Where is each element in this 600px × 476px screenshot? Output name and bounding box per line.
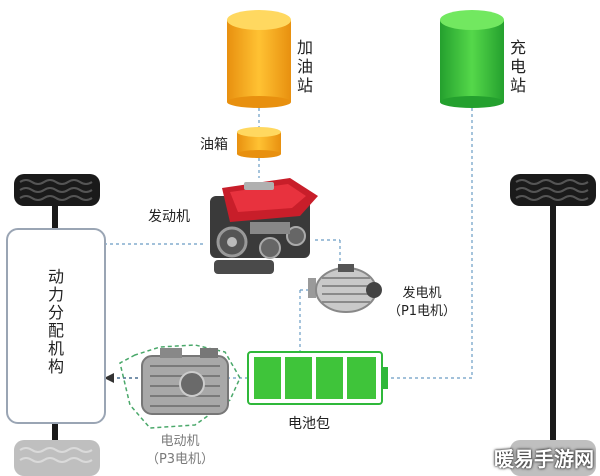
power-split-label: 动力分配机构: [47, 267, 64, 376]
motor-illustration: [141, 348, 229, 415]
engine-illustration: [210, 178, 318, 274]
generator-label: 发电机: [402, 286, 442, 301]
gas-station-cylinder: [227, 10, 291, 108]
watermark: 暖易手游网: [494, 447, 594, 471]
power-split-box: [6, 228, 106, 424]
right-axle: [510, 174, 596, 476]
generator-illustration: [308, 264, 382, 313]
generator-subtitle: （P1电机）: [387, 304, 457, 319]
battery-label: 电池包: [288, 416, 330, 432]
charging-station-cylinder: [440, 10, 504, 108]
engine-label: 发动机: [148, 209, 190, 225]
gas-station-label: 加油站: [296, 38, 313, 95]
fuel-tank-cylinder: [237, 127, 281, 158]
fuel-tank-label: 油箱: [200, 137, 228, 153]
motor-label: 电动机: [160, 434, 200, 449]
battery-pack: [247, 351, 388, 405]
charging-station-label: 充电站: [509, 38, 526, 95]
motor-subtitle: （P3电机）: [145, 452, 215, 467]
